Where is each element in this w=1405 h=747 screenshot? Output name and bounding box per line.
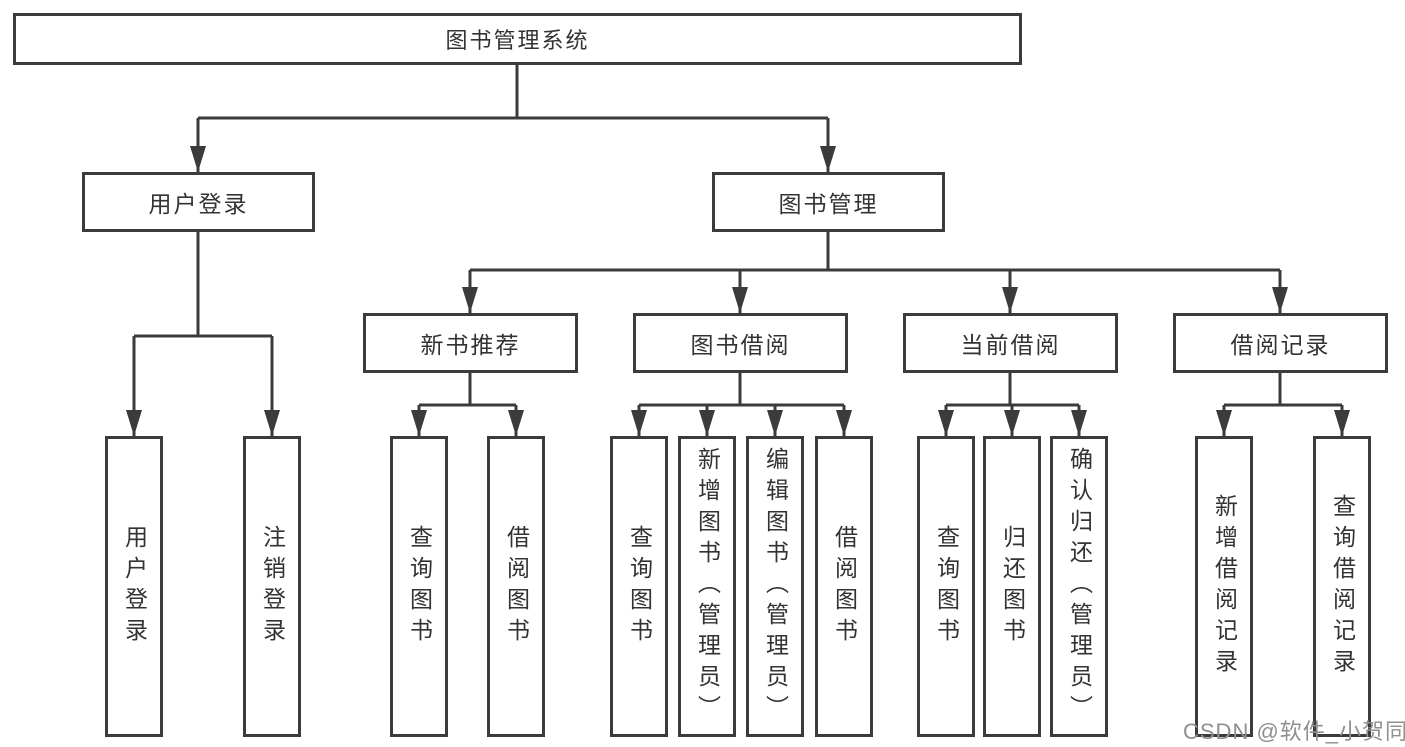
leaf-borrow-books-recommend: 借阅图书	[487, 436, 545, 737]
connector-root-to-level2	[190, 65, 836, 172]
node-book-borrow: 图书借阅	[633, 313, 848, 373]
node-label: 查询图书	[626, 524, 653, 649]
leaf-user-login: 用户登录	[105, 436, 163, 737]
node-label: 查询图书	[406, 524, 433, 649]
leaf-query-books-borrow: 查询图书	[610, 436, 668, 737]
node-label: 图书管理	[778, 191, 879, 217]
leaf-logout: 注销登录	[243, 436, 301, 737]
node-label: 确认归还（管理员）	[1066, 447, 1093, 726]
node-label: 编辑图书（管理员）	[762, 447, 789, 726]
connector-current-borrow-children	[938, 373, 1087, 436]
connector-book-management-children	[462, 232, 1288, 313]
node-label: 查询图书	[933, 524, 960, 649]
leaf-return-book: 归还图书	[983, 436, 1041, 737]
connector-borrow-records-children	[1216, 373, 1350, 436]
node-user-login: 用户登录	[82, 172, 315, 232]
leaf-confirm-return-admin: 确认归还（管理员）	[1050, 436, 1108, 737]
node-label: 新增图书（管理员）	[694, 447, 721, 726]
leaf-add-book-admin: 新增图书（管理员）	[678, 436, 736, 737]
leaf-add-borrow-record: 新增借阅记录	[1195, 436, 1253, 737]
leaf-query-books-current: 查询图书	[917, 436, 975, 737]
node-label: 借阅图书	[831, 524, 858, 649]
node-label: 新增借阅记录	[1211, 493, 1238, 680]
connector-user-login-children	[126, 232, 280, 436]
node-label: 新书推荐	[420, 332, 521, 358]
leaf-query-borrow-record: 查询借阅记录	[1313, 436, 1371, 737]
leaf-edit-book-admin: 编辑图书（管理员）	[746, 436, 804, 737]
node-label: 借阅图书	[503, 524, 530, 649]
node-current-borrow: 当前借阅	[903, 313, 1118, 373]
leaf-borrow-books-2: 借阅图书	[815, 436, 873, 737]
connector-book-borrow-children	[631, 373, 852, 436]
node-label: 图书管理系统	[445, 28, 590, 53]
node-label: 归还图书	[999, 524, 1026, 649]
node-label: 用户登录	[121, 524, 148, 649]
connector-new-book-recommend-children	[411, 373, 524, 436]
node-label: 用户登录	[148, 191, 249, 217]
leaf-query-books-recommend: 查询图书	[390, 436, 448, 737]
node-label: 借阅记录	[1230, 332, 1331, 358]
node-label: 图书借阅	[690, 332, 791, 358]
node-label: 注销登录	[259, 524, 286, 649]
csdn-watermark: CSDN @软件_小贺同学	[1183, 719, 1405, 744]
node-book-management: 图书管理	[712, 172, 945, 232]
node-library-management-system: 图书管理系统	[13, 13, 1022, 65]
node-label: 查询借阅记录	[1329, 493, 1356, 680]
node-label: 当前借阅	[960, 332, 1061, 358]
node-borrow-records: 借阅记录	[1173, 313, 1388, 373]
node-new-book-recommend: 新书推荐	[363, 313, 578, 373]
